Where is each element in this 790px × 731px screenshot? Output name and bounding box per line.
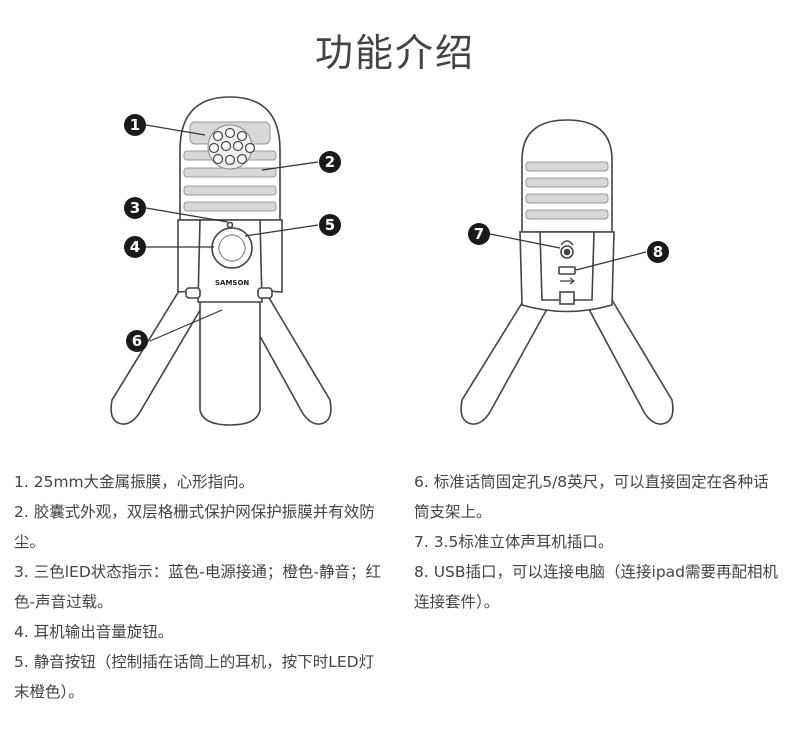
feature-list-left: 1. 25mm大金属振膜，心形指向。 2. 胶囊式外观，双层格栅式保护网保护振膜…: [14, 467, 389, 707]
callout-badge-4: 4: [124, 236, 146, 258]
feature-item-3: 3. 三色lED状态指示：蓝色-电源接通；橙色-静音；红色-声音过载。: [14, 563, 381, 611]
feature-item-2: 2. 胶囊式外观，双层格栅式保护网保护振膜并有效防尘。: [14, 503, 375, 551]
svg-text:7: 7: [474, 225, 484, 243]
callout-badge-3: 3: [124, 197, 146, 219]
callout-badge-6: 6: [126, 330, 148, 352]
feature-item-7: 7. 3.5标准立体声耳机插口。: [414, 533, 614, 551]
feature-list-right: 6. 标准话筒固定孔5/8英尺，可以直接固定在各种话筒支架上。 7. 3.5标准…: [414, 467, 784, 617]
svg-text:6: 6: [132, 332, 142, 350]
callout-badge-8: 8: [647, 241, 669, 263]
feature-item-1: 1. 25mm大金属振膜，心形指向。: [14, 473, 255, 491]
feature-item-4: 4. 耳机输出音量旋钮。: [14, 623, 174, 641]
feature-item-6: 6. 标准话筒固定孔5/8英尺，可以直接固定在各种话筒支架上。: [414, 473, 769, 521]
microphone-diagram: SAMSON 1 2 3 4 5 6: [110, 96, 674, 426]
svg-text:4: 4: [130, 238, 140, 256]
svg-text:3: 3: [130, 199, 140, 217]
front-microphone-illustration: [110, 96, 332, 426]
callout-badge-7: 7: [468, 223, 490, 245]
back-leader-lines: [489, 233, 647, 271]
svg-text:8: 8: [653, 243, 663, 261]
feature-item-5: 5. 静音按钮（控制插在话筒上的耳机，按下时LED灯末橙色）。: [14, 653, 375, 701]
back-microphone-illustration: [460, 119, 674, 425]
page-title: 功能介绍: [314, 31, 475, 75]
svg-text:5: 5: [325, 216, 335, 234]
front-leader-lines: [145, 124, 319, 342]
callout-badge-1: 1: [124, 114, 146, 136]
svg-text:1: 1: [130, 116, 140, 134]
callout-badge-2: 2: [319, 151, 341, 173]
feature-item-8: 8. USB插口，可以连接电脑（连接ipad需要再配相机连接套件）。: [414, 563, 779, 611]
callout-badge-5: 5: [319, 214, 341, 236]
brand-label: SAMSON: [215, 279, 249, 287]
svg-text:2: 2: [325, 153, 335, 171]
